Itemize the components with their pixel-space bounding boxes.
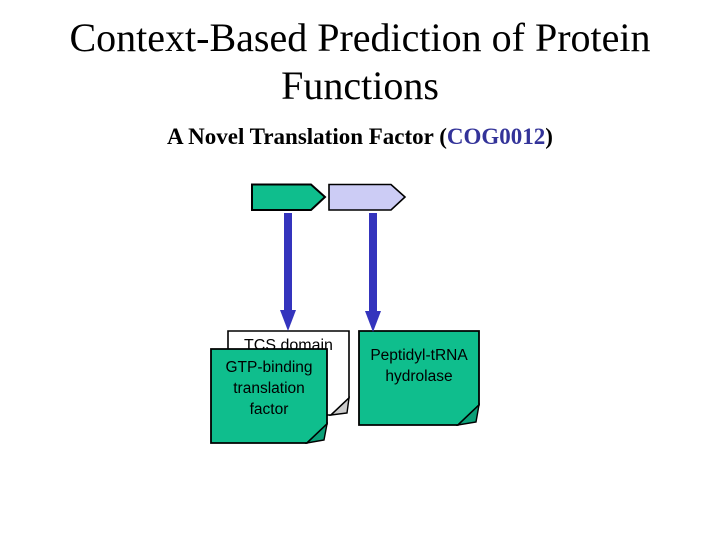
down-arrow-right-head [365,311,381,332]
gene-arrow-lavender-icon [328,183,407,211]
gene-arrow-lavender-body [328,183,407,211]
peptidyl-trna-note: Peptidyl-tRNA hydrolase [358,330,480,426]
subtitle-suffix: ) [545,124,553,149]
down-arrow-left-icon [280,213,296,331]
gtp-binding-note: GTP-binding translation factor [210,348,328,444]
gene-arrow-green-body [251,183,327,211]
gtp-binding-note-fold-icon [304,422,328,444]
down-arrow-right-icon [365,213,381,332]
title-line-1: Context-Based Prediction of Protein [69,15,651,60]
down-arrow-right-shaft [369,213,377,314]
title-line-2: Functions [281,63,439,108]
peptidyl-trna-note-fold-icon [455,403,480,426]
down-arrow-left-head [280,310,296,331]
slide-title: Context-Based Prediction of Protein Func… [0,14,720,110]
slide-subtitle: A Novel Translation Factor (COG0012) [0,124,720,150]
tcs-domain-box-fold-icon [328,396,350,416]
gtp-binding-label: GTP-binding translation factor [225,359,313,418]
gtp-binding-note-shape [210,348,328,444]
gene-arrow-green-icon [251,183,327,211]
peptidyl-trna-label: Peptidyl-tRNA hydrolase [370,347,468,385]
cog-id-highlight: COG0012 [446,124,546,149]
peptidyl-trna-note-shape [358,330,480,426]
down-arrow-left-shaft [284,213,292,313]
subtitle-prefix: A Novel Translation Factor ( [167,124,447,149]
